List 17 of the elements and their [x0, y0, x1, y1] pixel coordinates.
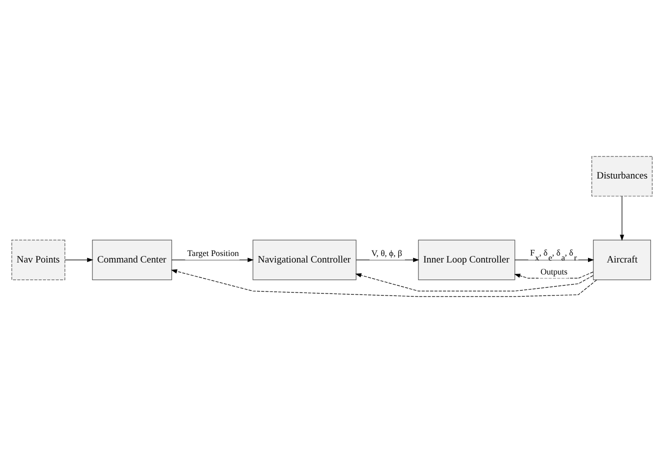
arrow	[355, 272, 594, 291]
node-box: Command Center	[92, 239, 172, 280]
node-box: Inner Loop Controller	[418, 239, 516, 280]
arrow	[170, 268, 597, 296]
arrow	[356, 257, 420, 262]
arrow	[64, 257, 94, 262]
arrow	[514, 257, 594, 262]
node-box: Disturbances	[591, 156, 653, 196]
node-box: Aircraft	[593, 239, 651, 280]
arrow	[620, 195, 624, 240]
edge-label: V, θ, ϕ, β	[371, 248, 402, 258]
node-box: Navigational Controller	[252, 239, 356, 280]
edge-label: Target Position	[187, 248, 239, 258]
arrow	[514, 271, 594, 278]
node-box: Nav Points	[11, 239, 66, 280]
arrow	[171, 257, 254, 262]
edge-label: Outputs	[540, 266, 568, 276]
